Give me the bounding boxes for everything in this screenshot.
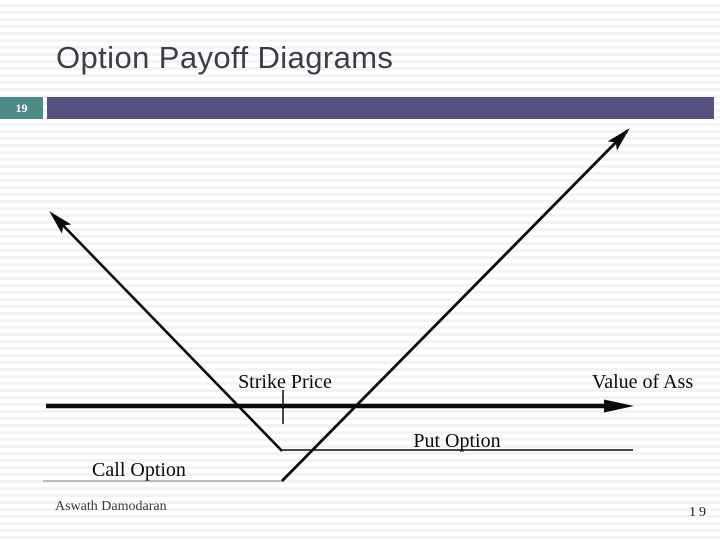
value-axis-arrowhead-icon bbox=[604, 399, 634, 413]
slide-number: 19 bbox=[15, 101, 28, 115]
slide-number-box: 19 bbox=[0, 97, 43, 119]
strike-price-label: Strike Price bbox=[238, 371, 332, 393]
call-payoff-ascending-line bbox=[281, 128, 630, 482]
footer-author: Aswath Damodaran bbox=[55, 499, 167, 514]
header-accent-bar bbox=[47, 97, 714, 119]
slide-title: Option Payoff Diagrams bbox=[56, 40, 394, 75]
footer-page-number: 19 bbox=[689, 505, 709, 520]
put-payoff-descending-line bbox=[49, 211, 283, 452]
value-axis-label: Value of Ass bbox=[592, 371, 693, 393]
call-option-label: Call Option bbox=[92, 459, 186, 481]
put-option-label: Put Option bbox=[413, 430, 500, 452]
